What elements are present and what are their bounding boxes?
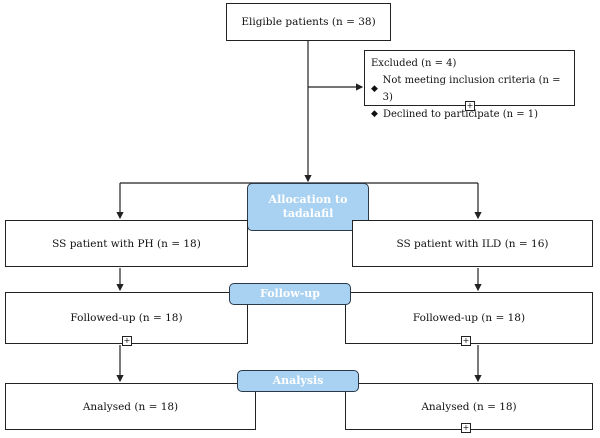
left-analysed-box: Analysed (n = 18) (5, 383, 256, 430)
diamond-bullet-icon: ◆ (371, 109, 378, 119)
right-group-box: SS patient with ILD (n = 16) (352, 220, 593, 267)
allocation-stage: Allocation to tadalafil (247, 183, 369, 231)
expand-plus-icon[interactable]: + (122, 336, 132, 346)
right-analysed-box: Analysed (n = 18) (345, 383, 593, 430)
left-group-box: SS patient with PH (n = 18) (5, 220, 248, 267)
expand-plus-icon[interactable]: + (461, 423, 471, 433)
followup-stage: Follow-up (229, 283, 351, 305)
followup-stage-label: Follow-up (260, 287, 320, 300)
right-followup-label: Followed-up (n = 18) (412, 312, 526, 324)
eligible-patients-label: Eligible patients (n = 38) (241, 16, 376, 28)
right-analysed-label: Analysed (n = 18) (421, 400, 517, 413)
excluded-item: ◆ Not meeting inclusion criteria (n = 3) (371, 72, 568, 106)
excluded-item-label: Not meeting inclusion criteria (n = 3) (382, 75, 561, 103)
expand-plus-icon[interactable]: + (465, 101, 475, 111)
analysis-stage-label: Analysis (272, 374, 324, 387)
left-followup-label: Followed-up (n = 18) (70, 312, 183, 324)
excluded-item-label: Declined to participate (n = 1) (383, 109, 539, 120)
expand-plus-icon[interactable]: + (461, 336, 471, 346)
excluded-box: Excluded (n = 4) ◆ Not meeting inclusion… (364, 50, 575, 120)
left-followup-box: Followed-up (n = 18) (5, 292, 248, 344)
eligible-patients-box: Eligible patients (n = 38) (226, 3, 391, 41)
diamond-bullet-icon: ◆ (371, 83, 378, 94)
right-group-label: SS patient with ILD (n = 16) (396, 237, 549, 250)
left-group-label: SS patient with PH (n = 18) (52, 237, 201, 250)
allocation-line1: Allocation to (268, 193, 348, 206)
excluded-title: Excluded (n = 4) (371, 58, 457, 69)
left-analysed-label: Analysed (n = 18) (82, 400, 179, 413)
allocation-line2: tadalafil (282, 207, 334, 220)
excluded-item: ◆ Declined to participate (n = 1) (371, 106, 568, 123)
analysis-stage: Analysis (237, 370, 359, 392)
right-followup-box: Followed-up (n = 18) (345, 292, 593, 344)
